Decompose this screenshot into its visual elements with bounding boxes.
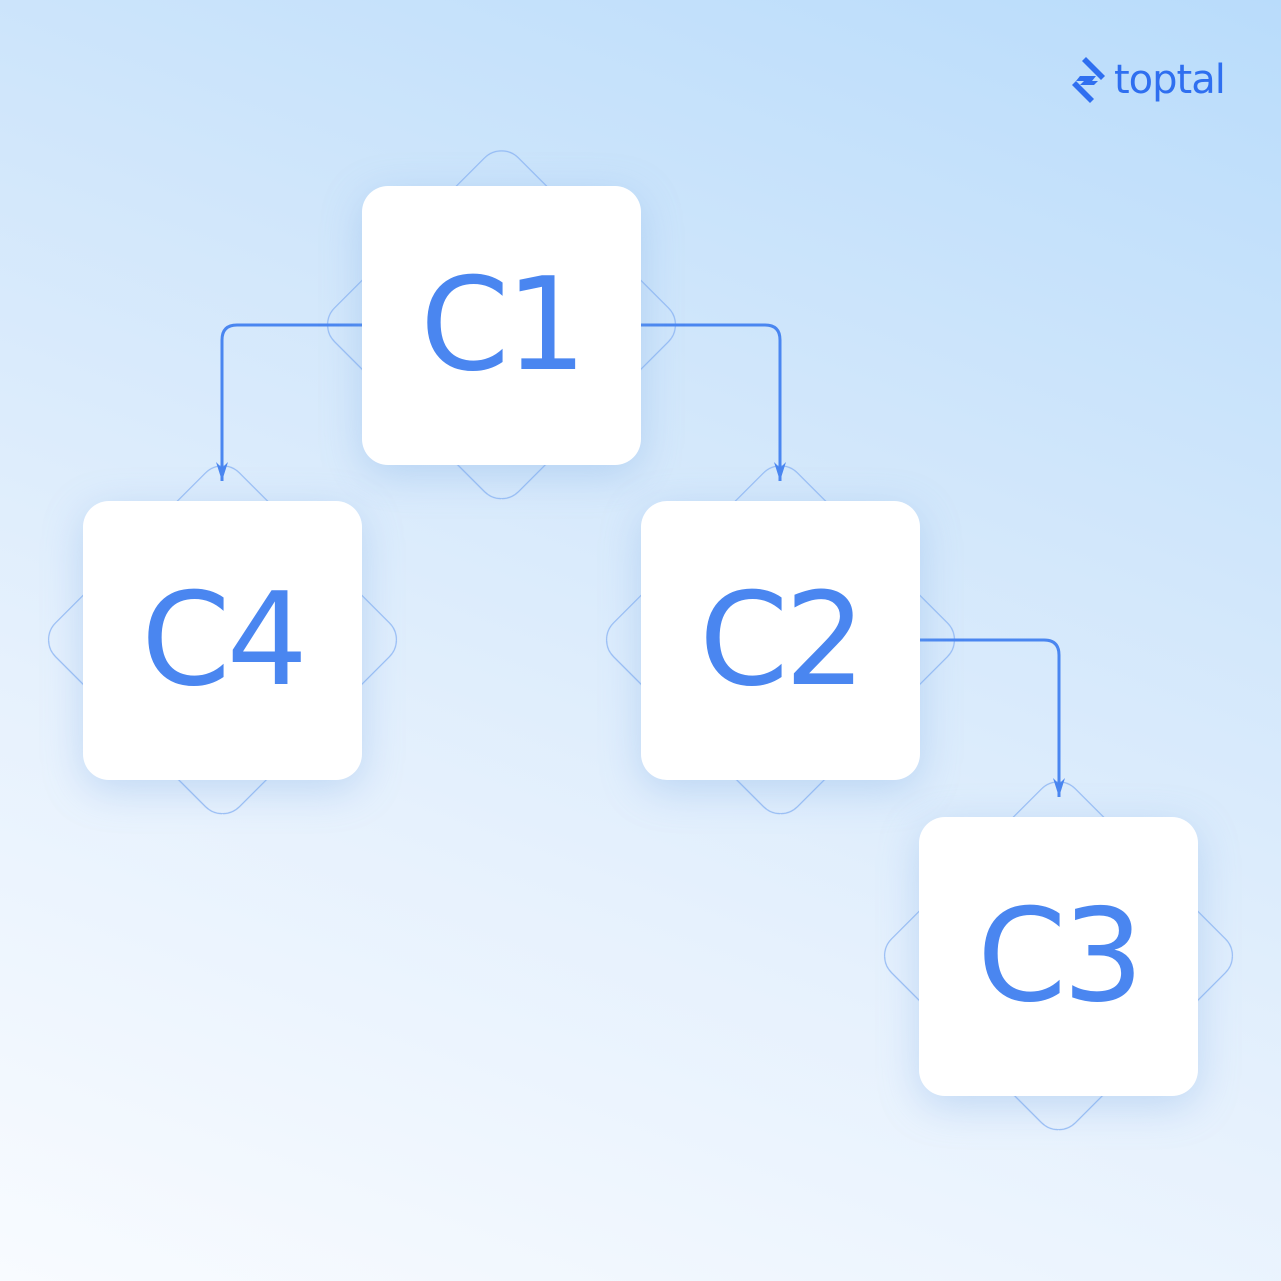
toptal-logo: toptal: [1072, 52, 1226, 108]
edge-c2-to-c3: [920, 638, 1065, 797]
edge-c1-to-c2: [641, 323, 786, 481]
node-c1: C1: [362, 186, 641, 465]
node-c2: C2: [641, 501, 920, 780]
node-c4-label: C4: [141, 565, 308, 715]
node-c2-label: C2: [699, 565, 866, 715]
toptal-logo-text: toptal: [1114, 57, 1226, 103]
edge-c1-to-c4: [216, 323, 362, 481]
node-c1-label: C1: [420, 250, 587, 400]
node-c4: C4: [83, 501, 362, 780]
toptal-logo-icon: [1072, 57, 1105, 103]
node-c3: C3: [919, 817, 1198, 1096]
node-c3-label: C3: [977, 881, 1144, 1031]
